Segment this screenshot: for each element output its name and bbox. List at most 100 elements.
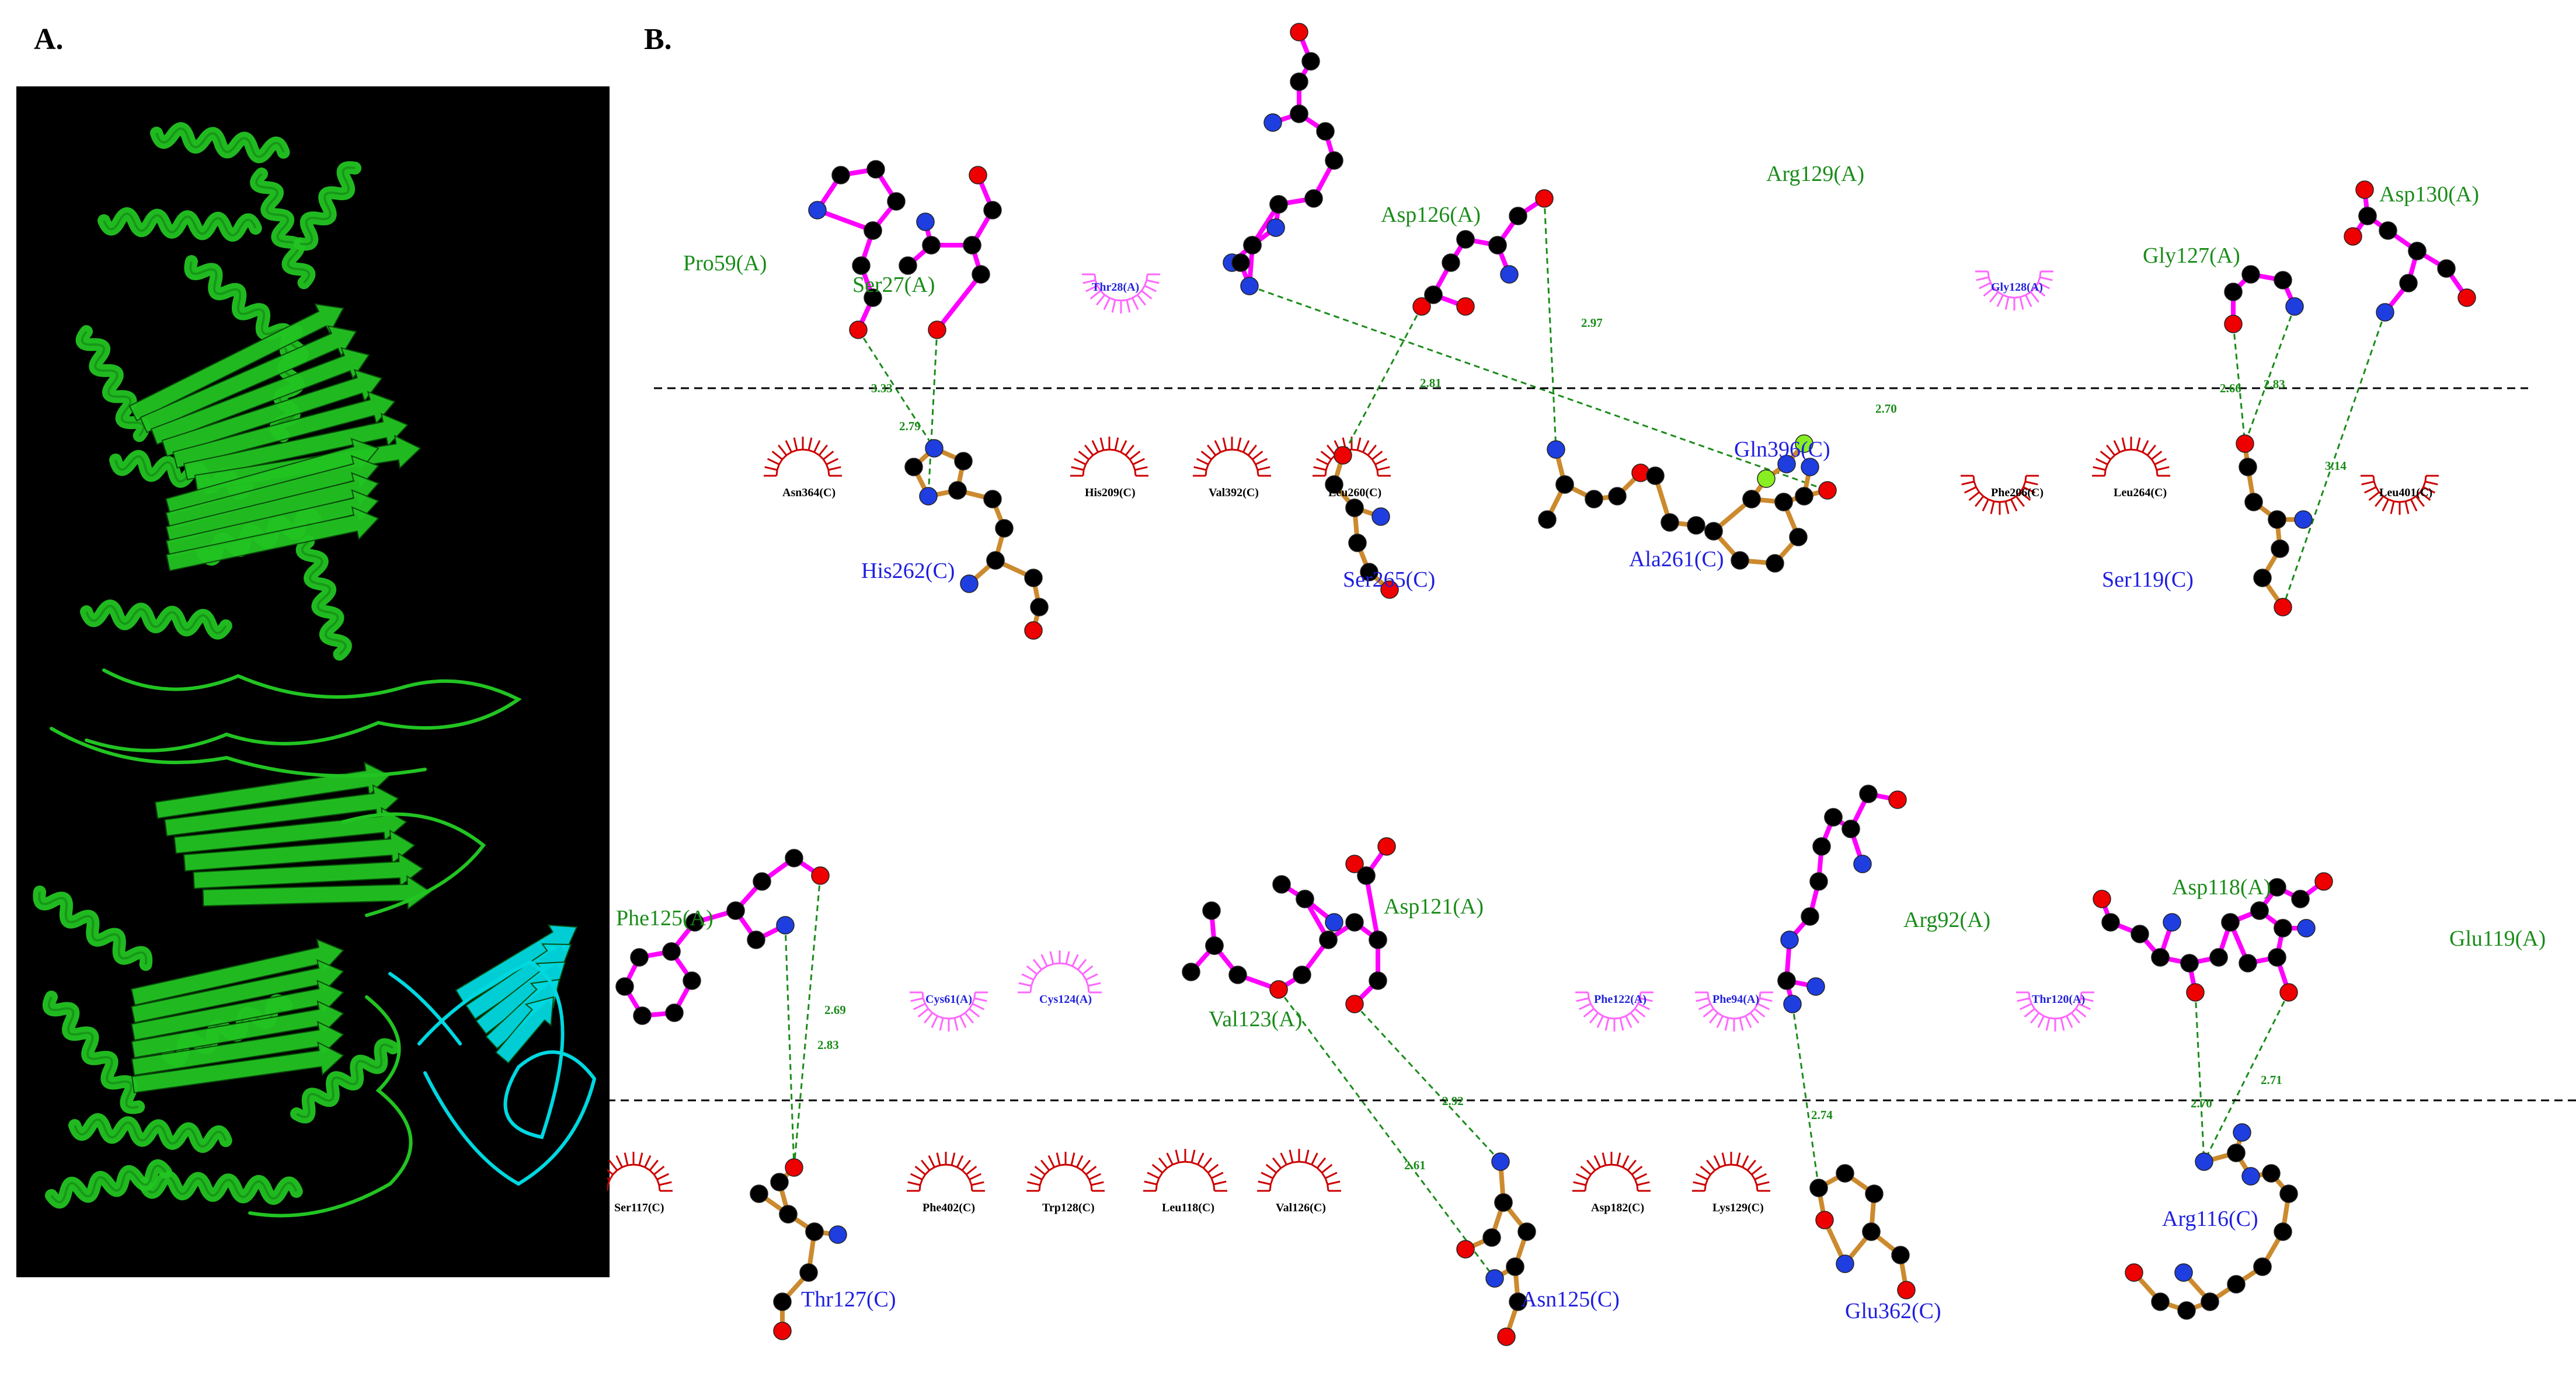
top-residue-c-label: Ser265(C) [1343,567,1435,592]
protein-structure-panel [16,86,610,1277]
top-distance-label: 2.66 [2220,381,2241,395]
atom-circle [779,1205,798,1224]
top-distance-label: 2.70 [1875,402,1897,416]
hydrophobic-contact-icon [2375,496,2384,507]
hydrophobic-contact-icon [2142,440,2149,453]
hydrophobic-contact-icon [2422,486,2436,494]
atom-circle [1538,510,1557,529]
hydrophobic-contact-icon [1745,1015,1752,1029]
atom-circle [1818,481,1837,500]
atom-circle [1780,931,1799,949]
atom-circle [2125,1263,2143,1282]
hydrogen-bond-line [1791,1003,1820,1189]
protein-helix-edge [74,1118,227,1148]
atom-circle [1777,971,1796,990]
atom-circle [2239,954,2257,973]
atom-circle [1661,513,1679,532]
hydrophobic-contact-icon [936,1152,941,1166]
hydrophobic-contact-icon [1576,997,1589,1002]
atom-circle [849,320,868,339]
hydrophobic-contact-icon [2030,291,2039,303]
atom-circle [1862,1222,1881,1241]
hydrogen-bond-line [2232,323,2246,444]
atom-circle [630,948,649,967]
atom-circle [1687,516,1705,535]
protein-helix-edge [155,127,285,158]
atom-circle [2408,242,2427,260]
protein-helix-edge [38,891,148,965]
hydrophobic-contact-icon [1367,444,1377,456]
hydrophobic-contact-icon [1272,1157,1282,1169]
hydrophobic-contact-icon [1126,299,1131,313]
atom-circle [785,849,803,867]
hydrophobic-contact-icon [910,997,924,1002]
protein-coil [388,972,462,1046]
hydrogen-bond-line [927,329,938,497]
hydrophobic-contact-icon [1132,458,1146,465]
atom-circle [1789,528,1808,546]
bottom-residue-c-label: Thr127(C) [801,1287,896,1312]
hydrophobic-contact-icon [939,1017,944,1031]
atom-circle [2250,901,2269,920]
hydrophobic-contact-icon [1990,501,1995,514]
hydrophobic-contact-icon [1721,1152,1726,1166]
hydrophobic-contact-icon [1213,1180,1227,1186]
hydrophobic-contact-icon [1261,1172,1273,1179]
hydrophobic-contact-icon [1976,276,1989,281]
top-residue-a-label: Arg129(A) [1766,162,1864,186]
atom-circle [1585,490,1603,508]
hydrophobic-contact-icon [1207,444,1217,456]
atom-circle [1774,493,1793,511]
hydrophobic-contact-icon [1637,1003,1651,1010]
hydrophobic-contact-icon [1247,444,1257,456]
bottom-contact-a-label: Cys61(A) [925,993,972,1006]
bottom-distance-label: 2.74 [1811,1108,1833,1122]
hydrophobic-contact-icon [1257,466,1270,471]
atom-circle [1412,297,1431,316]
atom-circle [1316,122,1335,141]
hydrophobic-contact-icon [764,466,778,471]
hydrophobic-contact-icon [1706,1159,1716,1171]
protein-helix [45,1159,172,1209]
atom-circle [1030,598,1049,616]
hydrogen-bond-line [2282,312,2386,608]
bottom-residue-a-label: Phe125(A) [616,906,713,931]
hydrophobic-contact-icon [1696,997,1709,1002]
atom-circle [1290,104,1308,123]
protein-strand [164,784,399,837]
bottom-contact-a-label: Cys124(A) [1039,993,1092,1006]
hydrophobic-contact-icon [1049,951,1054,964]
atom-circle [633,1006,652,1025]
hydrogen-bond-line [2194,992,2205,1162]
hydrophobic-contact-icon [1134,466,1148,471]
bottom-residue-a-label: Glu119(A) [2449,926,2546,951]
atom-circle [805,1222,824,1241]
hydrophobic-contact-icon [1076,1155,1084,1168]
hydrophobic-contact-icon [2075,1008,2087,1017]
protein-strand [495,996,555,1064]
protein-strand [183,830,416,872]
hydrophobic-contact-icon [959,1015,967,1029]
protein-helix-edge [144,1176,298,1200]
hydrophobic-contact-icon [2010,499,2018,512]
hydrophobic-contact-icon [1111,299,1116,313]
atom-circle [1509,207,1527,225]
atom-circle [1491,1152,1510,1171]
atom-circle [1369,971,1387,990]
hydrophobic-contact-icon [1736,1152,1741,1166]
hydrophobic-contact-icon [1634,1173,1648,1180]
atom-circle [1488,236,1507,255]
hydrophobic-contact-icon [2410,499,2418,512]
hydrophobic-contact-icon [1125,444,1134,456]
hydrophobic-contact-icon [1627,1159,1637,1171]
hydrophobic-contact-icon [2020,491,2031,501]
atom-circle [1371,507,1390,526]
hydrophobic-contact-icon [2060,1017,2065,1031]
atom-circle [1535,189,1554,208]
hydrophobic-contact-icon [1964,486,1977,494]
top-contact-a-label: Thr28(A) [1092,281,1139,294]
atom-circle [2457,288,2476,307]
hydrophobic-contact-icon [1754,1008,1766,1017]
hydrophobic-contact-icon [2017,997,2030,1002]
hydrophobic-contact-icon [1604,1017,1610,1031]
